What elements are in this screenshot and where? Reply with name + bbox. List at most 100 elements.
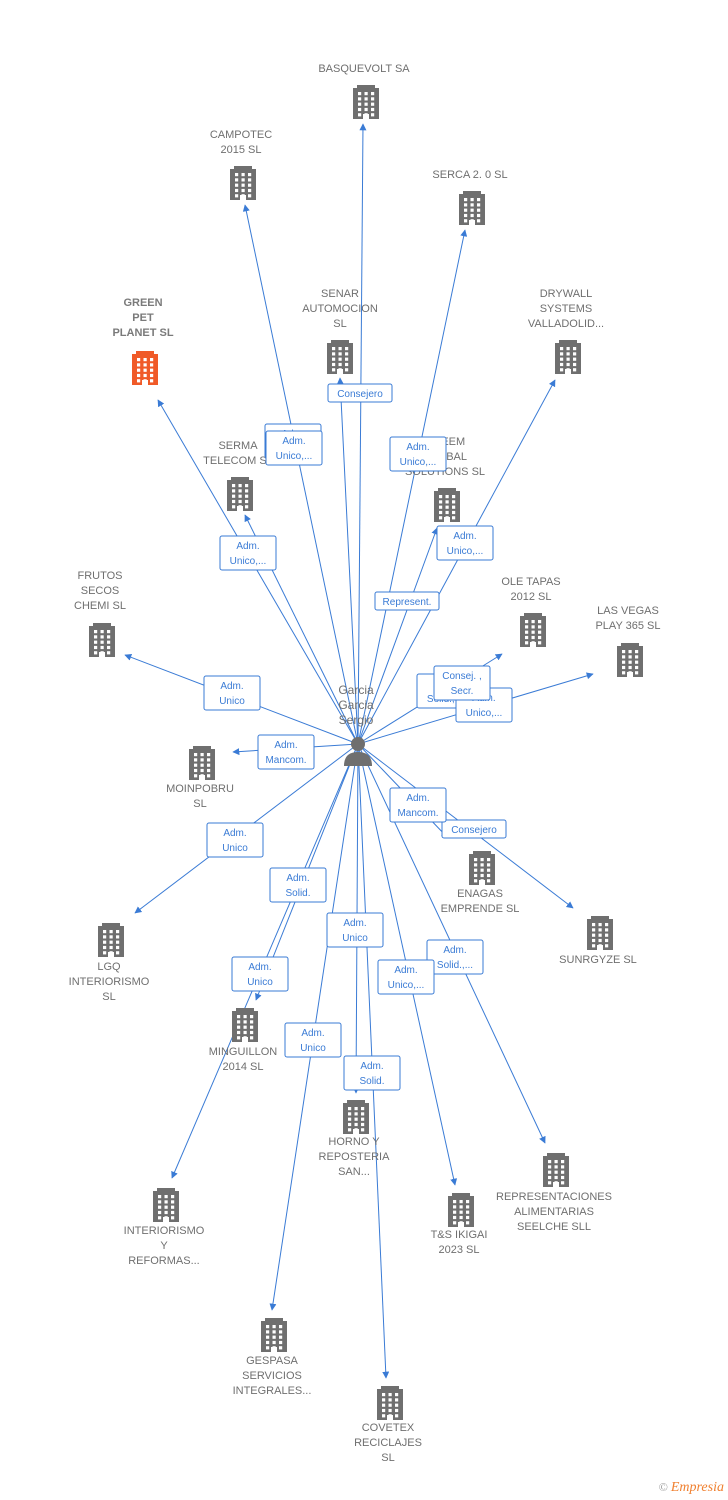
node-label-drywall[interactable]: VALLADOLID... <box>528 318 604 330</box>
edge-label-representaciones[interactable]: Adm.Solid.,... <box>426 939 484 975</box>
node-label-moinpobru[interactable]: MOINPOBRU <box>166 783 234 795</box>
node-label-tsikigai[interactable]: T&S IKIGAI <box>431 1229 488 1241</box>
node-label-interiorismo[interactable]: INTERIORISMO <box>124 1225 205 1237</box>
building-icon-frutos[interactable] <box>89 623 115 657</box>
node-label-campotec[interactable]: CAMPOTEC <box>210 129 272 141</box>
node-label-greenpet[interactable]: GREEN <box>123 297 162 309</box>
edge-label-gespasa[interactable]: Adm.Unico <box>284 1022 342 1058</box>
person-icon[interactable] <box>344 737 372 766</box>
edge-label-serma[interactable]: Adm.Unico,... <box>219 535 277 571</box>
node-label-senar[interactable]: AUTOMOCION <box>302 303 378 315</box>
node-label-drywall[interactable]: SYSTEMS <box>540 303 593 315</box>
edge-label-senar[interactable]: Consejero <box>327 383 393 403</box>
edge-greemglobal <box>357 527 439 745</box>
building-icon-serca[interactable] <box>459 191 485 225</box>
node-label-serca[interactable]: SERCA 2. 0 SL <box>432 169 507 181</box>
building-icon-greemglobal[interactable] <box>434 488 460 522</box>
node-label-lgq[interactable]: INTERIORISMO <box>69 976 150 988</box>
node-label-covetex[interactable]: COVETEX <box>362 1422 415 1434</box>
edge-label-greemglobal[interactable]: Represent. <box>374 591 440 611</box>
node-label-greenpet[interactable]: PLANET SL <box>112 327 173 339</box>
node-label-gespasa[interactable]: SERVICIOS <box>242 1370 302 1382</box>
node-label-covetex[interactable]: SL <box>381 1452 394 1464</box>
building-icon-oletapas[interactable] <box>520 613 546 647</box>
node-label-minguillon[interactable]: 2014 SL <box>223 1061 264 1073</box>
node-label-frutos[interactable]: FRUTOS <box>77 570 122 582</box>
building-icon-greenpet[interactable] <box>132 351 158 385</box>
edge-label-sunrgyze[interactable]: Adm.Mancom. <box>389 787 447 823</box>
building-icon-sunrgyze[interactable] <box>587 916 613 950</box>
edge-label-greenpet[interactable]: Adm.Unico,... <box>265 430 323 466</box>
node-label-horno[interactable]: SAN... <box>338 1166 370 1178</box>
node-label-lasvegas[interactable]: PLAY 365 SL <box>595 620 660 632</box>
node-label-gespasa[interactable]: GESPASA <box>246 1355 298 1367</box>
node-label-sunrgyze[interactable]: SUNRGYZE SL <box>559 954 637 966</box>
building-icon-basquevolt[interactable] <box>353 85 379 119</box>
edge-label-minguillon[interactable]: Adm.Solid. <box>269 867 327 903</box>
edge-label-horno[interactable]: Adm.Unico <box>326 912 384 948</box>
building-icon-minguillon[interactable] <box>232 1008 258 1042</box>
edge-label-serca[interactable]: Adm.Unico,... <box>389 436 447 472</box>
node-label-lgq[interactable]: SL <box>102 991 115 1003</box>
node-label-representaciones[interactable]: SEELCHE SLL <box>517 1221 591 1233</box>
building-icon-representaciones[interactable] <box>543 1153 569 1187</box>
building-icon-senar[interactable] <box>327 340 353 374</box>
node-label-tsikigai[interactable]: 2023 SL <box>439 1244 480 1256</box>
building-icon-lgq[interactable] <box>98 923 124 957</box>
node-label-interiorismo[interactable]: REFORMAS... <box>128 1255 200 1267</box>
node-label-enagas[interactable]: EMPRENDE SL <box>441 903 520 915</box>
node-label-lgq[interactable]: LGQ <box>97 961 121 973</box>
node-label-horno[interactable]: REPOSTERIA <box>319 1151 391 1163</box>
building-icon-interiorismo[interactable] <box>153 1188 179 1222</box>
building-icon-serma[interactable] <box>227 477 253 511</box>
node-label-frutos[interactable]: SECOS <box>81 585 120 597</box>
edge-label-interiorismo[interactable]: Adm.Unico <box>231 956 289 992</box>
building-icon-lasvegas[interactable] <box>617 643 643 677</box>
node-label-campotec[interactable]: 2015 SL <box>221 144 262 156</box>
node-label-drywall[interactable]: DRYWALL <box>540 288 593 300</box>
node-label-gespasa[interactable]: INTEGRALES... <box>233 1385 312 1397</box>
building-icon-gespasa[interactable] <box>261 1318 287 1352</box>
edge-label-lgq[interactable]: Adm.Unico <box>206 822 264 858</box>
node-label-frutos[interactable]: CHEMI SL <box>74 600 126 612</box>
node-label-basquevolt[interactable]: BASQUEVOLT SA <box>318 63 410 75</box>
node-label-enagas[interactable]: ENAGAS <box>457 888 503 900</box>
node-label-horno[interactable]: HORNO Y <box>328 1136 380 1148</box>
node-label-senar[interactable]: SL <box>333 318 346 330</box>
edge-label-text: Secr. <box>451 686 474 697</box>
edge-label-covetex[interactable]: Adm.Solid. <box>343 1055 401 1091</box>
building-icon-campotec[interactable] <box>230 166 256 200</box>
center-person-name: Sergio <box>339 713 374 727</box>
edge-label-frutos[interactable]: Adm.Unico <box>203 675 261 711</box>
node-label-moinpobru[interactable]: SL <box>193 798 206 810</box>
edge-label-enagas[interactable]: Consejero <box>441 819 507 839</box>
building-icon-drywall[interactable] <box>555 340 581 374</box>
edge-label-moinpobru[interactable]: Adm.Mancom. <box>257 734 315 770</box>
node-label-covetex[interactable]: RECICLAJES <box>354 1437 422 1449</box>
node-label-representaciones[interactable]: ALIMENTARIAS <box>514 1206 594 1218</box>
node-label-oletapas[interactable]: 2012 SL <box>511 591 552 603</box>
edge-label-text: Adm. <box>236 541 259 552</box>
node-label-serma[interactable]: SERMA <box>218 440 258 452</box>
edge-label-tsikigai[interactable]: Adm.Unico,... <box>377 959 435 995</box>
edge-drywall <box>357 379 556 745</box>
node-label-greenpet[interactable]: PET <box>132 312 154 324</box>
building-icon-horno[interactable] <box>343 1100 369 1134</box>
building-icon-moinpobru[interactable] <box>189 746 215 780</box>
edge-label-text: Adm. <box>274 740 297 751</box>
node-label-serma[interactable]: TELECOM SL <box>203 455 273 467</box>
node-label-oletapas[interactable]: OLE TAPAS <box>501 576 560 588</box>
edge-label-extra-0[interactable]: Consej. ,Secr. <box>433 665 491 701</box>
edge-senar <box>336 377 359 745</box>
building-icon-covetex[interactable] <box>377 1386 403 1420</box>
edge-label-drywall[interactable]: Adm.Unico,... <box>436 525 494 561</box>
building-icon-enagas[interactable] <box>469 851 495 885</box>
node-label-minguillon[interactable]: MINGUILLON <box>209 1046 278 1058</box>
node-label-interiorismo[interactable]: Y <box>160 1240 168 1252</box>
node-label-representaciones[interactable]: REPRESENTACIONES <box>496 1191 612 1203</box>
edge-label-text: Adm. <box>248 962 271 973</box>
building-icon-tsikigai[interactable] <box>448 1193 474 1227</box>
node-label-lasvegas[interactable]: LAS VEGAS <box>597 605 659 617</box>
node-label-senar[interactable]: SENAR <box>321 288 359 300</box>
